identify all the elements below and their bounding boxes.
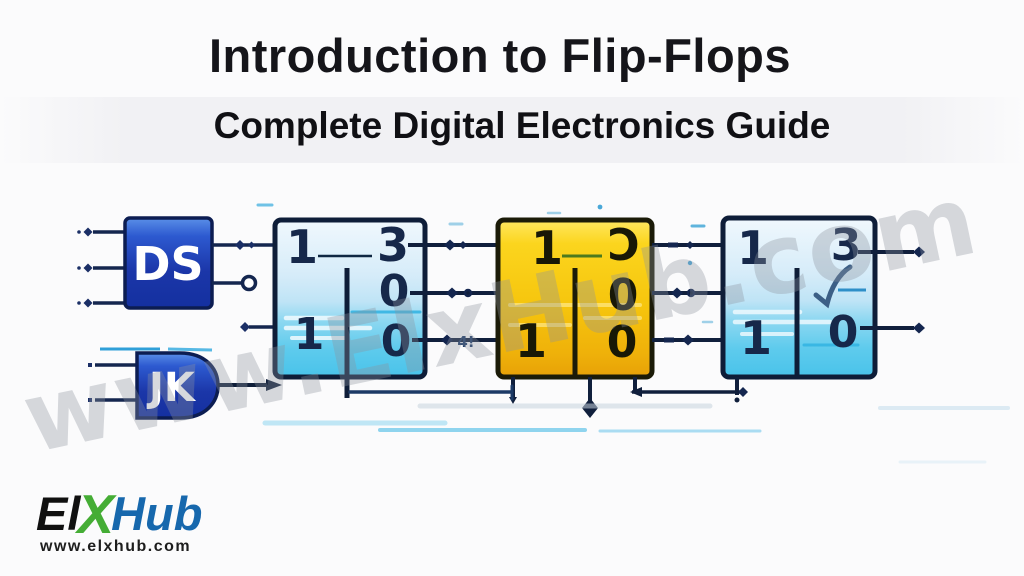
jk-gate: JK (88, 347, 282, 420)
ff3-in-bottom: 1 (740, 311, 772, 365)
flip-flop-3: 1 3 1 0 (720, 215, 925, 403)
and-gate-shape (135, 351, 220, 420)
ds-block: DS (77, 216, 275, 310)
page-subtitle: Complete Digital Electronics Guide (213, 105, 831, 146)
logo-part-el: El (36, 487, 81, 540)
circuit-diagram: DS JK 1 3 0 (14, 178, 1010, 475)
streaks (283, 310, 422, 340)
ff2-out-top: Ɔ (608, 220, 640, 271)
decor-dashes (256, 203, 714, 324)
decor-bottom-streaks (262, 384, 1010, 464)
ff1-out-mid: 0 (379, 266, 410, 317)
logo-url: www.elxhub.com (40, 538, 192, 555)
ff2-bottom-stubs (509, 377, 748, 418)
ds-output-lines (212, 240, 275, 292)
logo-part-hub: Hub (111, 487, 203, 540)
jk-label: JK (146, 365, 197, 411)
logo-part-x: X (77, 483, 115, 545)
ff3-in-top: 1 (737, 221, 769, 275)
checkmark (813, 264, 853, 309)
arrow-right (266, 379, 282, 391)
ff3-out-top: 3 (831, 220, 862, 271)
ff2-out-mid: 0 (608, 270, 639, 321)
page-title: Introduction to Flip-Flops (208, 29, 792, 82)
ff2-in-top: 1 (531, 221, 563, 275)
flip-flop-1: 1 3 0 1 0 (240, 217, 428, 398)
streaks (732, 309, 860, 347)
flip-flop-2: 1 Ɔ 0 1 0 (495, 217, 748, 418)
subtitle-band: Complete Digital Electronics Guide (0, 97, 1024, 163)
ff1-in-bottom: 1 (294, 309, 325, 360)
ff1-in-top: 1 (286, 220, 318, 274)
inverter-bubble (240, 274, 258, 292)
artifact-label: 4! (457, 333, 474, 351)
ds-input-lines (77, 227, 125, 308)
ff2-out-bottom: 0 (607, 317, 638, 368)
ff3-out-bottom: 0 (828, 307, 859, 358)
ds-label: DS (132, 237, 203, 291)
ff2-in-bottom: 1 (515, 314, 547, 368)
ff1-out-bottom: 0 (381, 316, 412, 367)
wires-ff1-ff2: 4! (408, 239, 498, 351)
brand-logo: ElXHub (36, 484, 203, 542)
ff3-output-lines (858, 246, 925, 334)
ff3-bottom-stub (734, 377, 740, 403)
wires-ff2-ff3 (652, 241, 723, 346)
ff1-out-top: 3 (377, 218, 409, 272)
